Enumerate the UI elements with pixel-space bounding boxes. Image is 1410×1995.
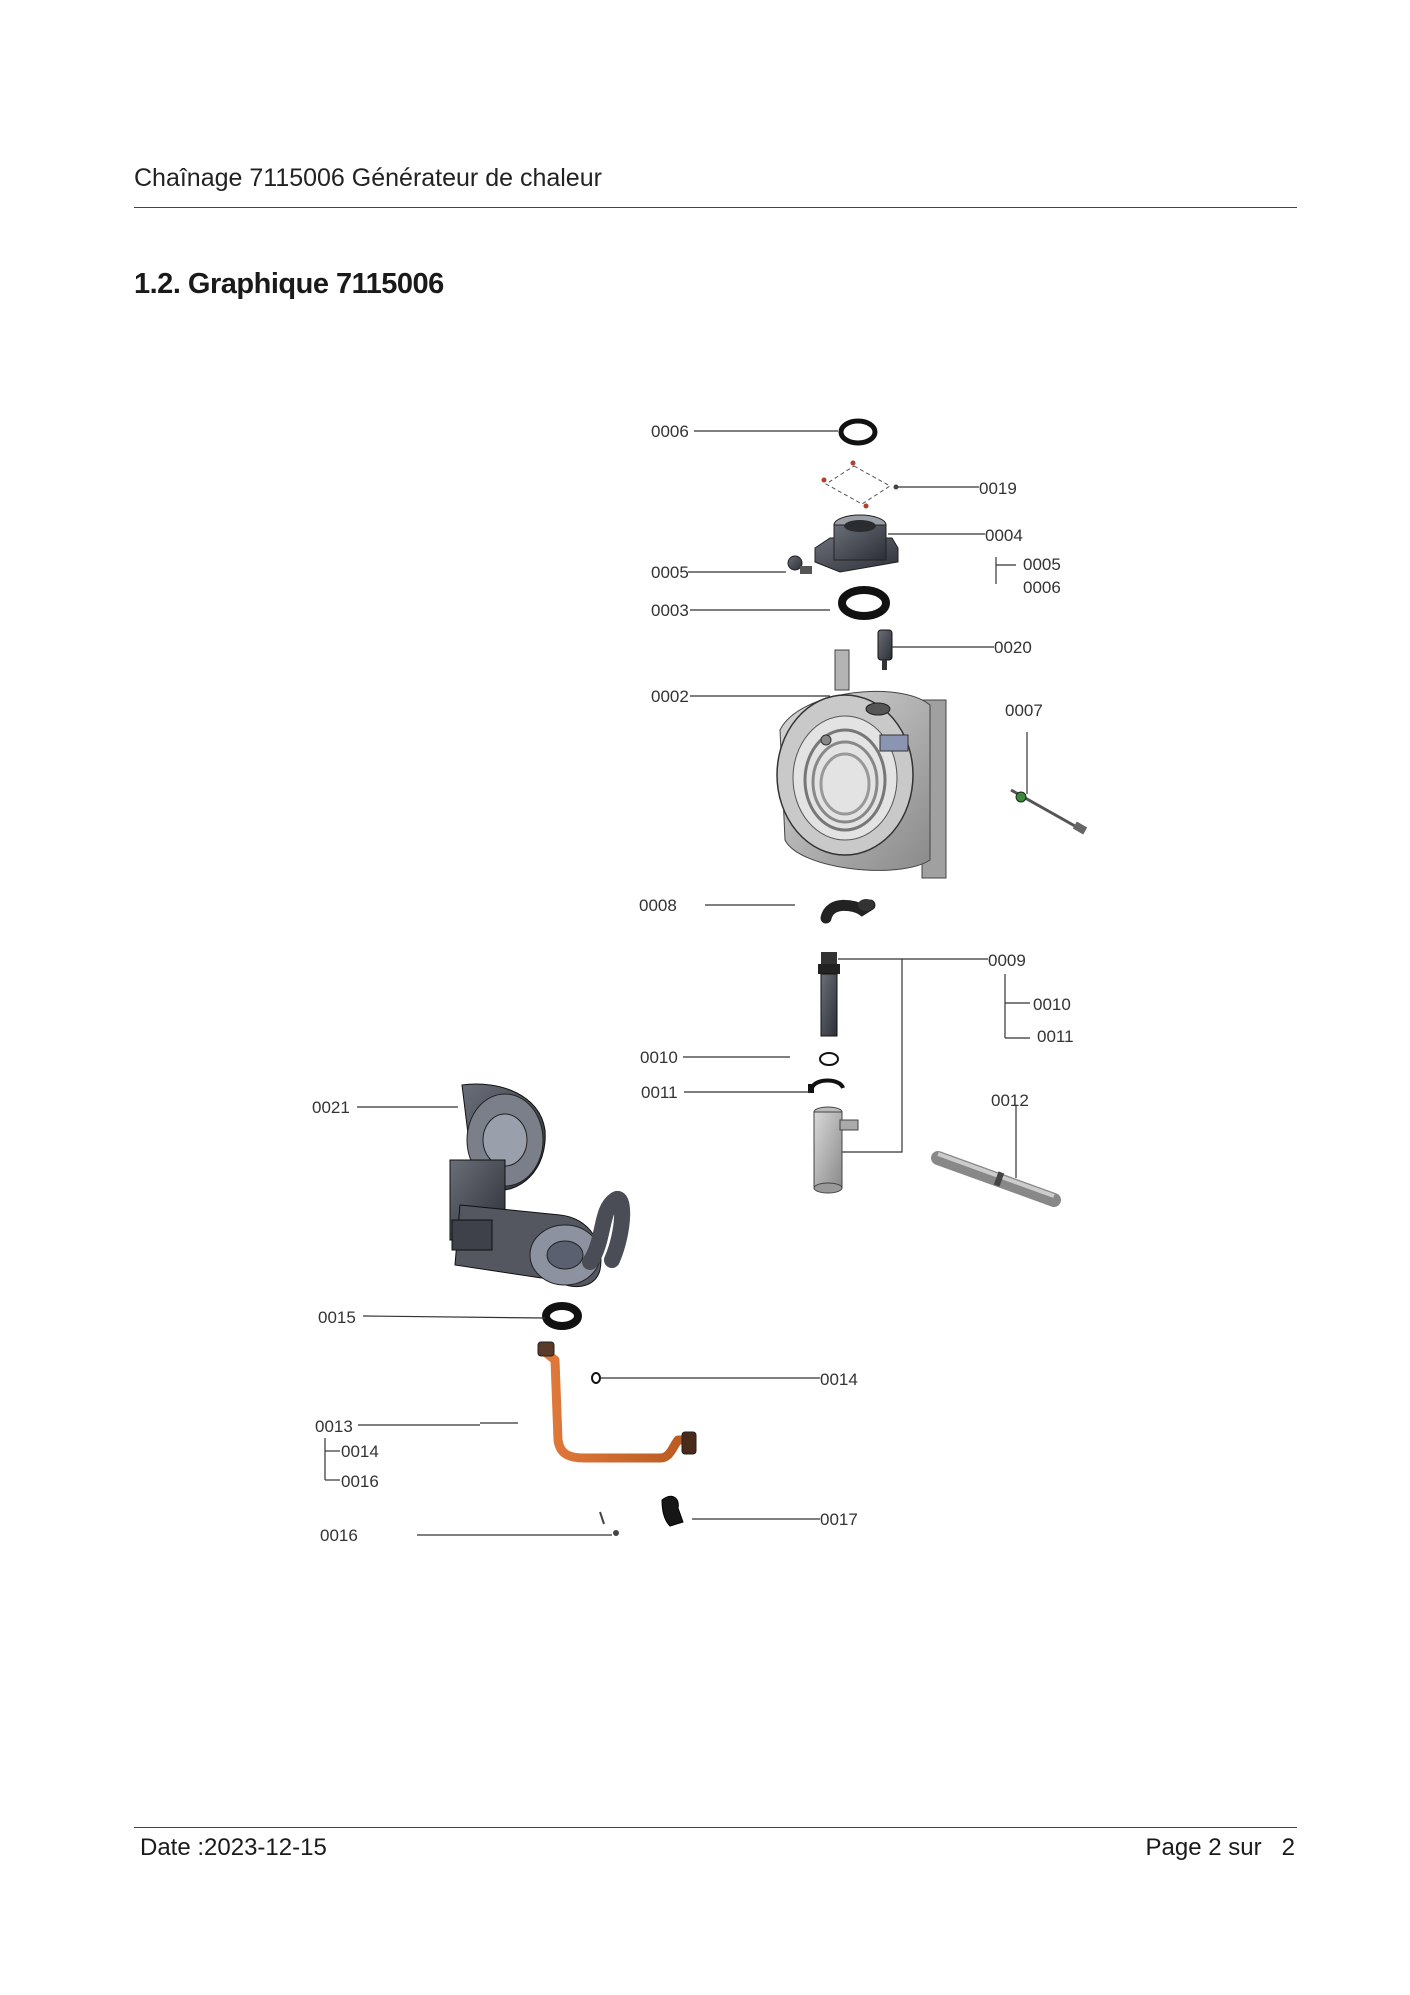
label-0008: 0008 [639,896,677,915]
label-0009: 0009 [988,951,1026,970]
label-0021: 0021 [312,1098,350,1117]
label-0005: 0005 [651,563,689,582]
label-0004: 0004 [985,526,1023,545]
part-0015-gasket [542,1302,582,1330]
label-0015: 0015 [318,1308,356,1327]
part-0014-oring [591,1372,601,1384]
label-0016: 0016 [320,1526,358,1545]
part-0011-clip [808,1078,845,1093]
section-title: 1.2. Graphique 7115006 [134,268,444,300]
label-0007: 0007 [1005,701,1043,720]
footer-date: Date :2023-12-15 [140,1834,327,1861]
label-0011: 0011 [641,1083,678,1102]
part-0013-copper-pipe [537,1341,697,1463]
page-header-title: Chaînage 7115006 Générateur de chaleur [134,164,602,192]
label-0020: 0020 [994,638,1032,657]
page-prefix: Page 2 sur [1145,1834,1262,1861]
label-0016-sub: 0016 [341,1472,379,1491]
part-0021-fan-assembly [449,1083,631,1288]
part-0005-plug [787,555,812,574]
part-0017-clip [661,1495,684,1527]
part-0004-flue-adapter [814,514,899,573]
part-0002-heat-exchanger [776,649,947,879]
label-0012: 0012 [991,1091,1029,1110]
part-0003-gasket [838,586,890,620]
part-0020-electrode [877,629,893,670]
label-0003: 0003 [651,601,689,620]
header-divider [134,207,1297,208]
part-0008-hose [820,899,876,924]
part-0006-oring [838,418,878,446]
label-0019: 0019 [979,479,1017,498]
label-0002: 0002 [651,687,689,706]
footer-page-number: Page 2 sur 2 [1146,1834,1295,1862]
label-0010-sub: 0010 [1033,995,1071,1014]
part-0007-sensor [1010,788,1088,835]
label-0014: 0014 [820,1370,858,1389]
part-0010-oring [819,1052,839,1066]
page-total: 2 [1281,1834,1295,1861]
part-0009-siphon-tube [818,952,840,1037]
label-0011-sub: 0011 [1037,1027,1074,1046]
part-0019-screws [821,460,899,509]
footer-divider [134,1827,1297,1828]
label-0006-sub: 0006 [1023,578,1061,597]
label-0006: 0006 [651,422,689,441]
label-0014-sub: 0014 [341,1442,379,1461]
label-0005-sub: 0005 [1023,555,1061,574]
label-0010: 0010 [640,1048,678,1067]
label-0017: 0017 [820,1510,858,1529]
part-0012-pipe [931,1151,1061,1207]
part-siphon-cup [813,1106,859,1194]
label-0013: 0013 [315,1417,353,1436]
part-0016-screw [599,1511,619,1536]
